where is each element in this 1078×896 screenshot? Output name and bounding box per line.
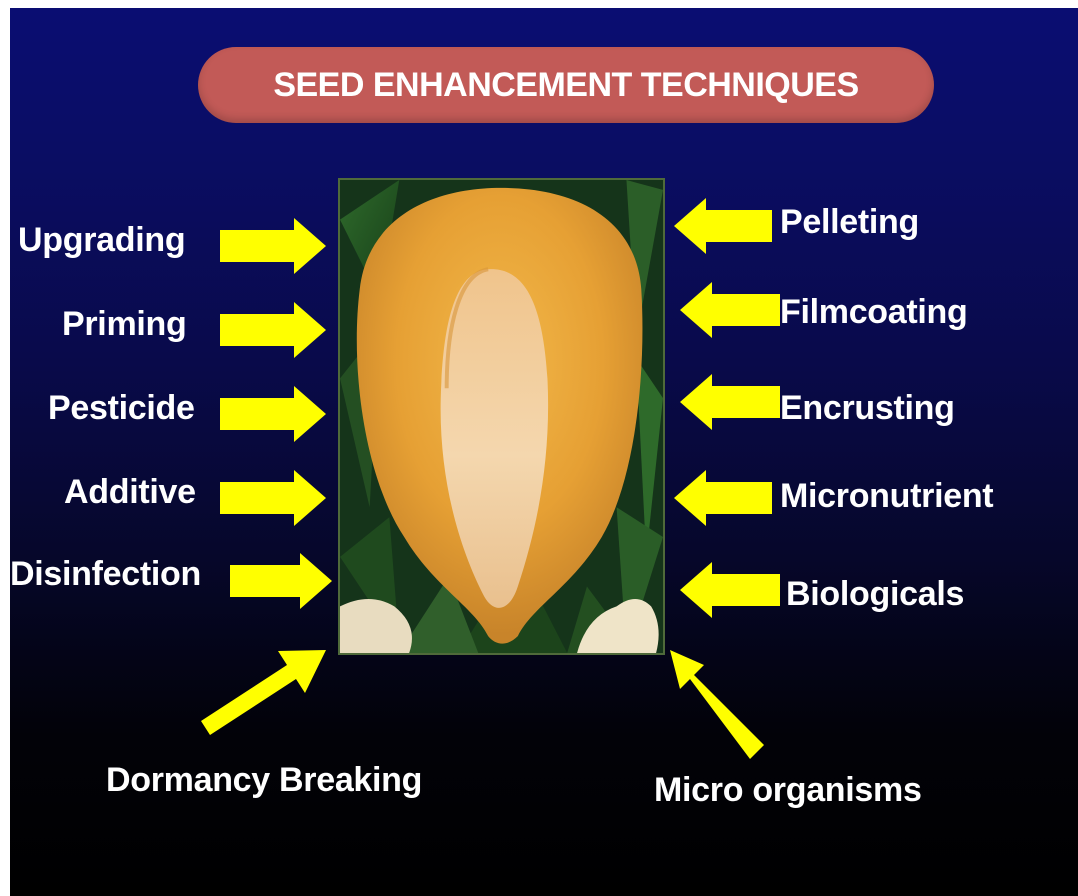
arrow-right-icon [220, 470, 326, 526]
arrow-right-icon [230, 553, 332, 609]
arrow-right-icon [220, 386, 326, 442]
slide: SEED ENHANCEMENT TECHNIQUES Upgrading Pr… [10, 8, 1078, 896]
arrow-right-icon [220, 218, 326, 274]
arrow-left-icon [674, 470, 772, 526]
arrow-left-icon [674, 198, 772, 254]
arrow-left-icon [680, 374, 780, 430]
arrow-left-icon [680, 562, 780, 618]
arrows-layer [10, 8, 1078, 896]
arrow-right-icon [220, 302, 326, 358]
arrow-up-right-icon [201, 650, 326, 735]
arrow-left-icon [680, 282, 780, 338]
arrow-up-left-icon [670, 650, 764, 759]
